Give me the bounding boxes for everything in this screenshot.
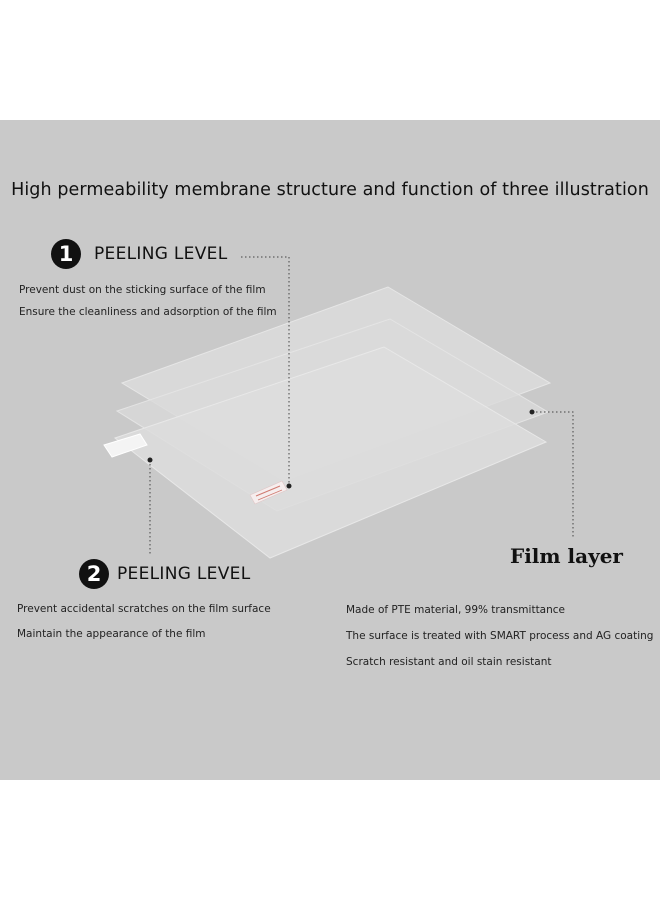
peel-tab: [103, 433, 148, 458]
film-line-2: The surface is treated with SMART proces…: [346, 630, 654, 642]
peeling1-line-2: Ensure the cleanliness and adsorption of…: [19, 306, 277, 318]
leader-dot-peeling1: [286, 483, 292, 489]
peeling2-line-2: Maintain the appearance of the film: [17, 628, 206, 640]
peeling2-line-1: Prevent accidental scratches on the film…: [17, 603, 271, 615]
leader-dot-peeling2: [147, 457, 153, 463]
film-layers-illustration: [103, 256, 574, 559]
film-line-1: Made of PTE material, 99% transmittance: [346, 604, 566, 616]
film-layer-heading: Film layer: [510, 544, 623, 568]
peeling1-number-badge: 1: [51, 239, 81, 269]
leader-peeling1: [241, 256, 290, 487]
peeling2-heading: PEELING LEVEL: [117, 564, 251, 584]
film-line-3: Scratch resistant and oil stain resistan…: [346, 656, 552, 668]
diagram-title: High permeability membrane structure and…: [11, 180, 649, 200]
leader-lines: [149, 256, 574, 554]
peeling1-line-1: Prevent dust on the sticking surface of …: [19, 284, 266, 296]
leader-dot-film: [529, 409, 535, 415]
peeling1-heading: PEELING LEVEL: [94, 244, 228, 264]
peeling2-number-badge: 2: [79, 559, 109, 589]
diagram-panel: High permeability membrane structure and…: [0, 120, 660, 780]
film-sheet-bottom: [113, 346, 548, 559]
leader-film: [532, 411, 574, 538]
